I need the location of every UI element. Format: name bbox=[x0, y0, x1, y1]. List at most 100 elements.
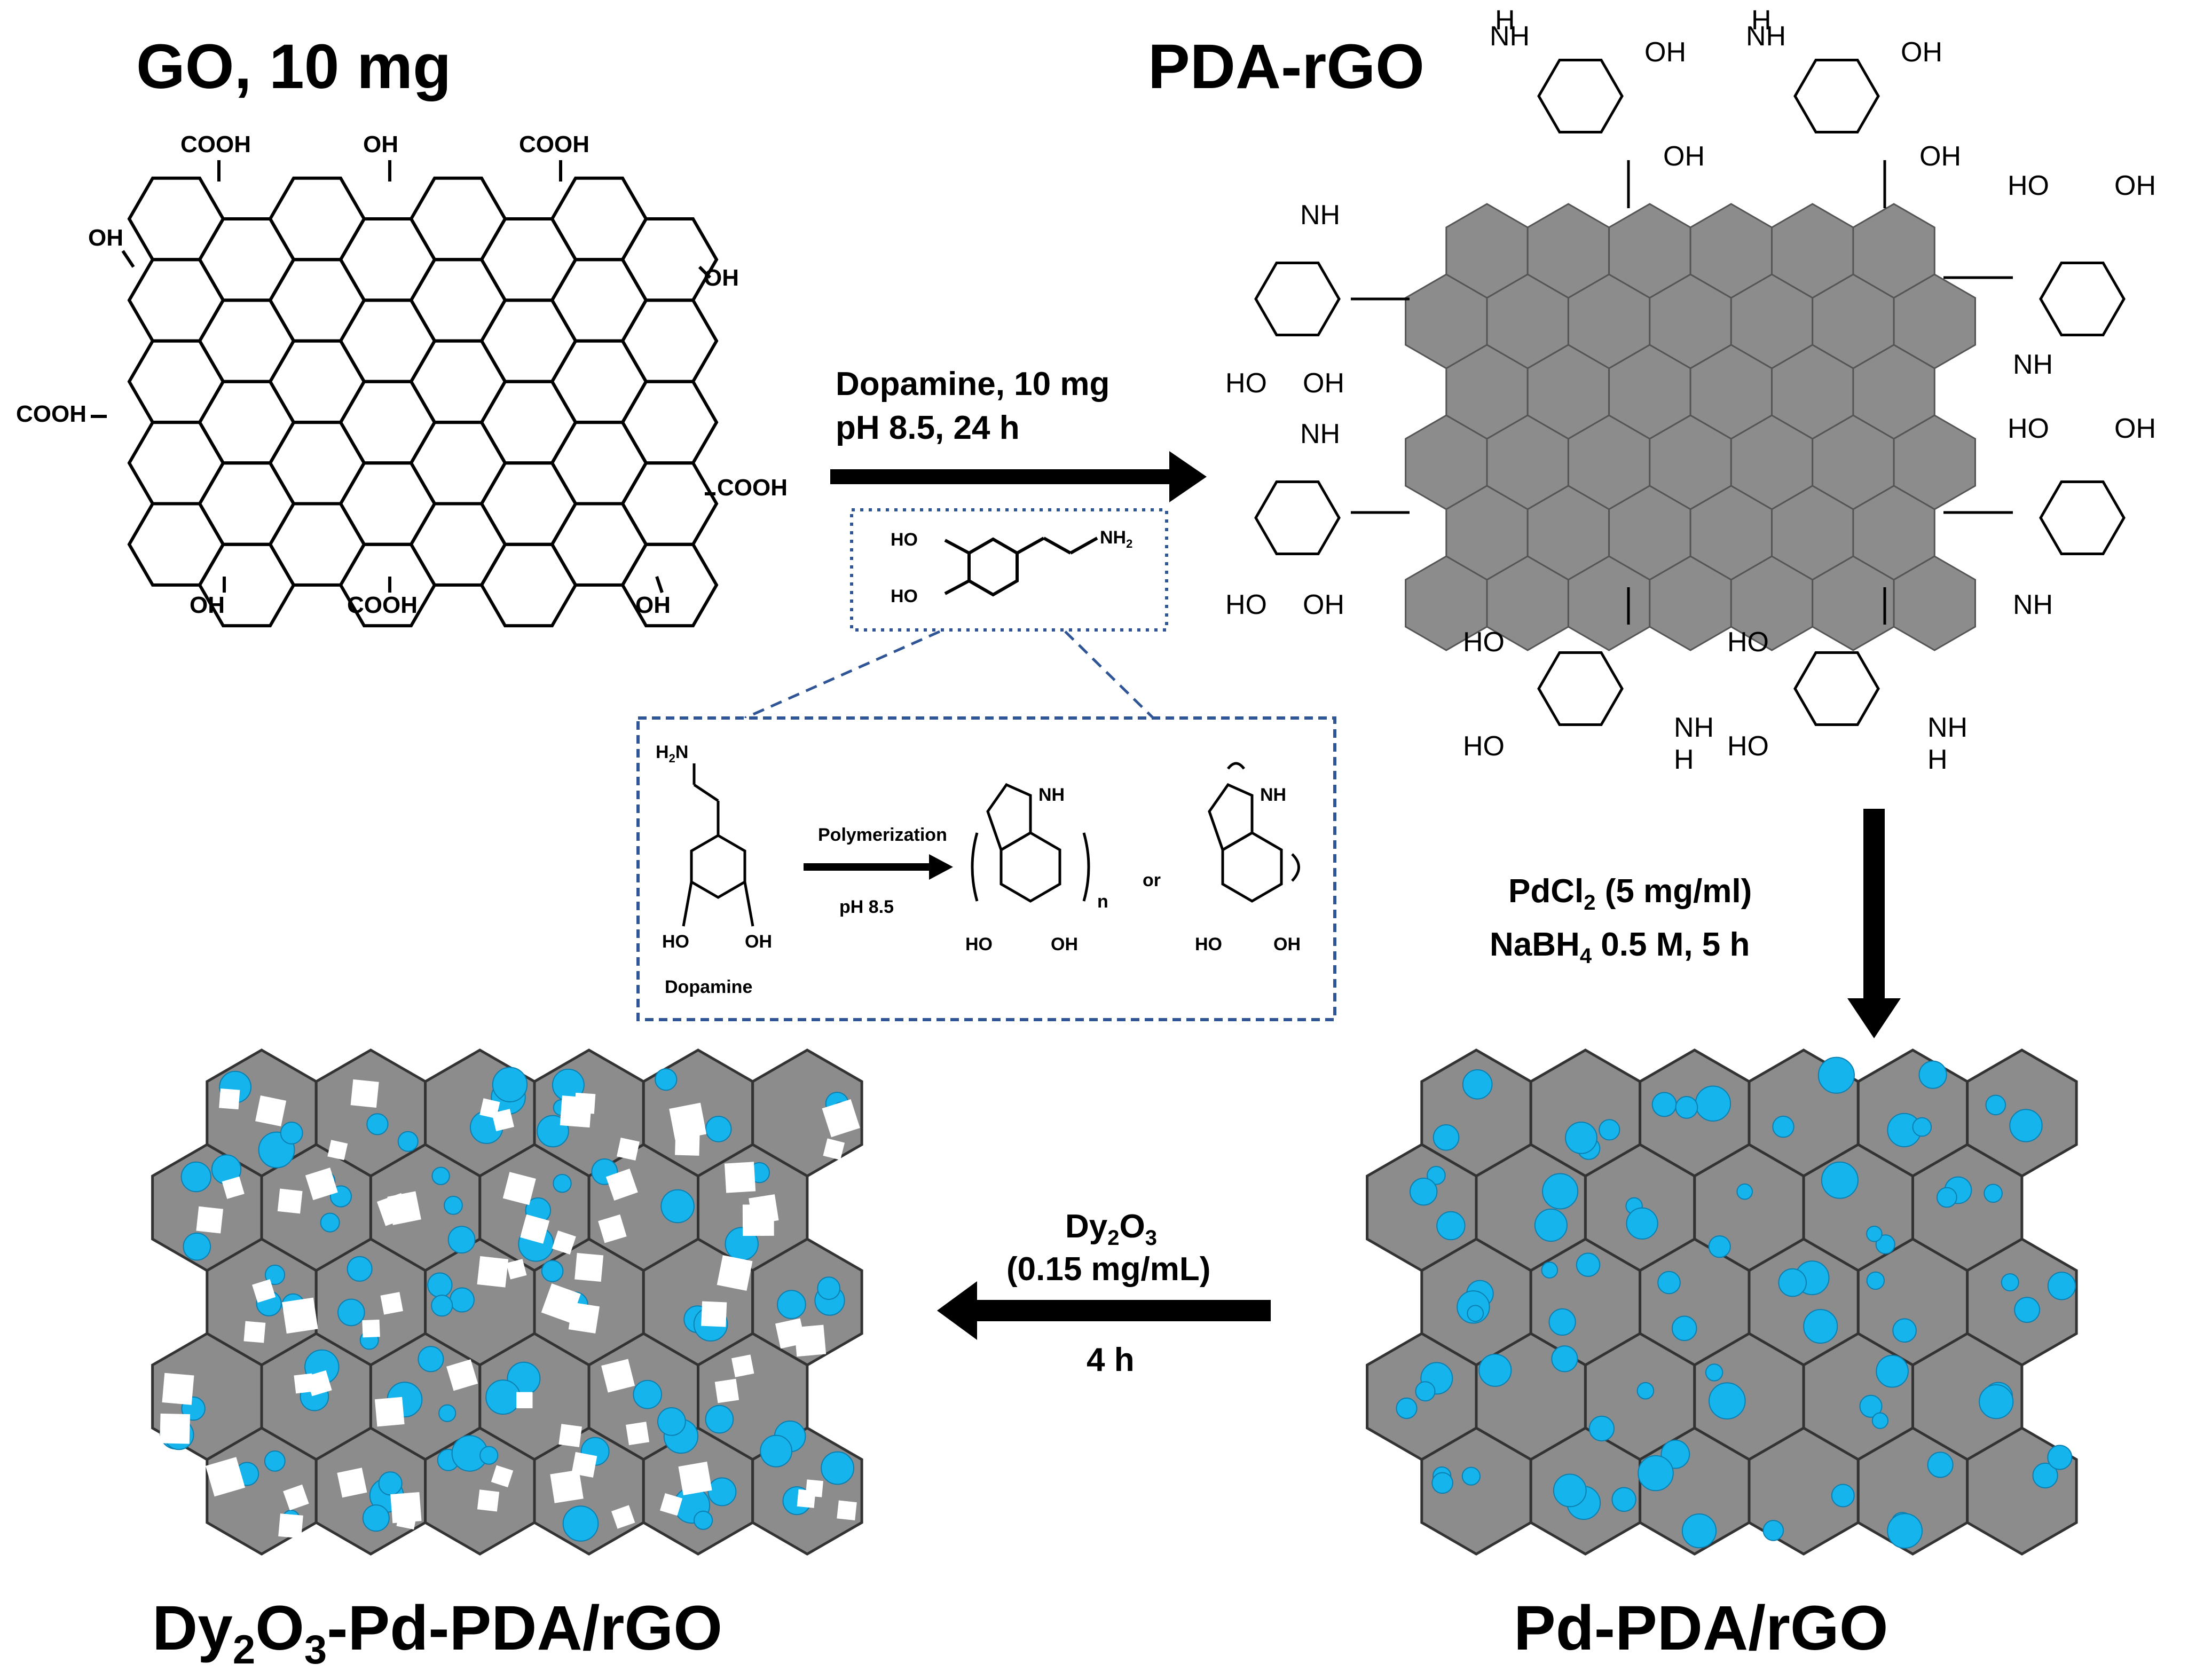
dy2o3-particle bbox=[742, 1204, 774, 1236]
pd-nanoparticle bbox=[1433, 1124, 1460, 1151]
indoline-nh-label: NH bbox=[1300, 419, 1340, 449]
pd-nanoparticle bbox=[777, 1290, 806, 1319]
dy2o3-particle bbox=[477, 1489, 500, 1512]
inset-oh-label: OH bbox=[745, 932, 772, 952]
indoline-hydroxyl-label: OH bbox=[1644, 37, 1686, 68]
dy2o3-particle bbox=[362, 1319, 380, 1338]
go-hexagon bbox=[620, 380, 719, 465]
dy2o3-particle bbox=[626, 1422, 650, 1446]
dy2o3-particle bbox=[491, 1465, 514, 1488]
pd-nanoparticle bbox=[2001, 1273, 2019, 1292]
pd-nanoparticle bbox=[694, 1510, 713, 1530]
indoline-h-label: H bbox=[1927, 744, 1948, 775]
pd-nanoparticle bbox=[1588, 1415, 1615, 1442]
dy2o3-particle bbox=[506, 1259, 527, 1280]
arrow-step-3 bbox=[937, 1281, 1271, 1340]
indoline-h-label: H bbox=[1495, 5, 1515, 36]
pd-nanoparticle bbox=[320, 1212, 340, 1233]
pd-nanoparticle bbox=[1912, 1117, 1932, 1137]
step1-reagent: Dopamine, 10 mg bbox=[836, 366, 1109, 403]
dy2o3-particle bbox=[550, 1470, 584, 1503]
go-hexagon bbox=[198, 461, 296, 546]
pd-nanoparticle bbox=[2032, 1462, 2058, 1489]
dy2o3-particle bbox=[669, 1102, 707, 1140]
indoline-h-label: H bbox=[1751, 5, 1772, 36]
pd-nanoparticle bbox=[449, 1287, 475, 1313]
go-hexagon bbox=[620, 542, 719, 628]
mini-ho-label: HO bbox=[891, 530, 918, 550]
dy2o3-particle bbox=[601, 1359, 635, 1393]
dy2o3-particle bbox=[659, 1493, 683, 1516]
dy2o3-particle bbox=[724, 1162, 756, 1193]
pd-nanoparticle bbox=[633, 1379, 662, 1409]
pd-nanoparticle bbox=[1803, 1309, 1838, 1344]
pd-nanoparticle bbox=[444, 1196, 463, 1215]
pd-nanoparticle bbox=[1657, 1271, 1681, 1295]
pd-nanoparticle bbox=[418, 1346, 444, 1373]
pd-nanoparticle bbox=[492, 1067, 528, 1102]
dy2o3-particle bbox=[678, 1461, 712, 1495]
pd-nanoparticle bbox=[1709, 1382, 1746, 1419]
pd-nanoparticle bbox=[1778, 1268, 1807, 1297]
indoline-hydroxyl-label: HO bbox=[1727, 731, 1769, 762]
go-hexagon bbox=[127, 258, 225, 343]
go-hexagon bbox=[198, 217, 296, 302]
step3-dy2o3: Dy2O3 bbox=[1065, 1208, 1157, 1250]
pd-nanoparticle bbox=[2014, 1297, 2041, 1323]
indoline-h-label: H bbox=[1674, 744, 1694, 775]
pd-nanoparticle bbox=[760, 1434, 792, 1468]
go-hexagon bbox=[550, 258, 648, 343]
go-hexagon bbox=[409, 176, 507, 262]
go-oh-label: OH bbox=[635, 592, 671, 618]
pd-nanoparticle bbox=[1636, 1382, 1655, 1400]
pd-nanoparticle bbox=[1611, 1487, 1636, 1512]
pd-nanoparticle bbox=[1695, 1085, 1731, 1122]
dy2o3-particle bbox=[255, 1095, 287, 1127]
pd-nanoparticle bbox=[1736, 1183, 1753, 1200]
dy2o3-particle bbox=[390, 1492, 422, 1524]
pd-nanoparticle bbox=[1681, 1513, 1717, 1549]
dy2o3-particle bbox=[283, 1484, 309, 1511]
pd-nanoparticle bbox=[1396, 1397, 1418, 1419]
pd-nanoparticle bbox=[705, 1405, 734, 1434]
pd-nanoparticle bbox=[1892, 1318, 1917, 1343]
indoline-ring bbox=[1537, 651, 1624, 726]
pd-nanoparticle bbox=[1918, 1060, 1947, 1089]
pd-nanoparticle bbox=[1427, 1166, 1446, 1185]
go-hexagon bbox=[339, 461, 437, 546]
go-hexagon bbox=[268, 339, 366, 424]
pd-nanoparticle bbox=[1875, 1234, 1895, 1255]
pd-nanoparticle bbox=[366, 1113, 389, 1135]
pd-nanoparticle bbox=[431, 1166, 450, 1186]
go-hexagon bbox=[620, 298, 719, 383]
go-hexagon bbox=[409, 502, 507, 587]
indoline-ring bbox=[1254, 480, 1341, 555]
dy2o3-particle bbox=[380, 1292, 403, 1315]
indoline-hydroxyl-label: HO bbox=[1225, 368, 1267, 399]
pd-nanoparticle bbox=[1541, 1261, 1559, 1279]
inset-connector bbox=[1064, 630, 1154, 719]
go-hexagon bbox=[268, 258, 366, 343]
go-hexagon bbox=[127, 339, 225, 424]
pd-nanoparticle bbox=[1985, 1094, 2006, 1116]
pd-nanoparticle bbox=[1979, 1384, 2014, 1419]
pd-nanoparticle bbox=[1599, 1119, 1620, 1141]
indoline-nh-label: NH bbox=[1927, 712, 1967, 743]
dy2o3-particle bbox=[477, 1256, 509, 1288]
pd-nanoparticle bbox=[1675, 1096, 1698, 1119]
inset-connector bbox=[744, 630, 941, 720]
indoline-ring bbox=[1254, 262, 1341, 336]
indoline-hydroxyl-label: OH bbox=[1901, 37, 1942, 68]
go-hexagon bbox=[550, 502, 648, 587]
go-hexagon bbox=[620, 461, 719, 546]
dy2o3-particle bbox=[714, 1378, 739, 1403]
indoline-nh-label: NH bbox=[1490, 21, 1530, 52]
indoline-hydroxyl-label: HO bbox=[1463, 627, 1505, 658]
inset-h2n-label: H2N bbox=[656, 742, 688, 765]
pd-nanoparticle bbox=[264, 1264, 286, 1285]
go-hexagon bbox=[479, 380, 578, 465]
pd-nanoparticle bbox=[1461, 1466, 1481, 1486]
pd-nanoparticle bbox=[1415, 1381, 1436, 1402]
dy2o3-particle bbox=[350, 1079, 379, 1108]
